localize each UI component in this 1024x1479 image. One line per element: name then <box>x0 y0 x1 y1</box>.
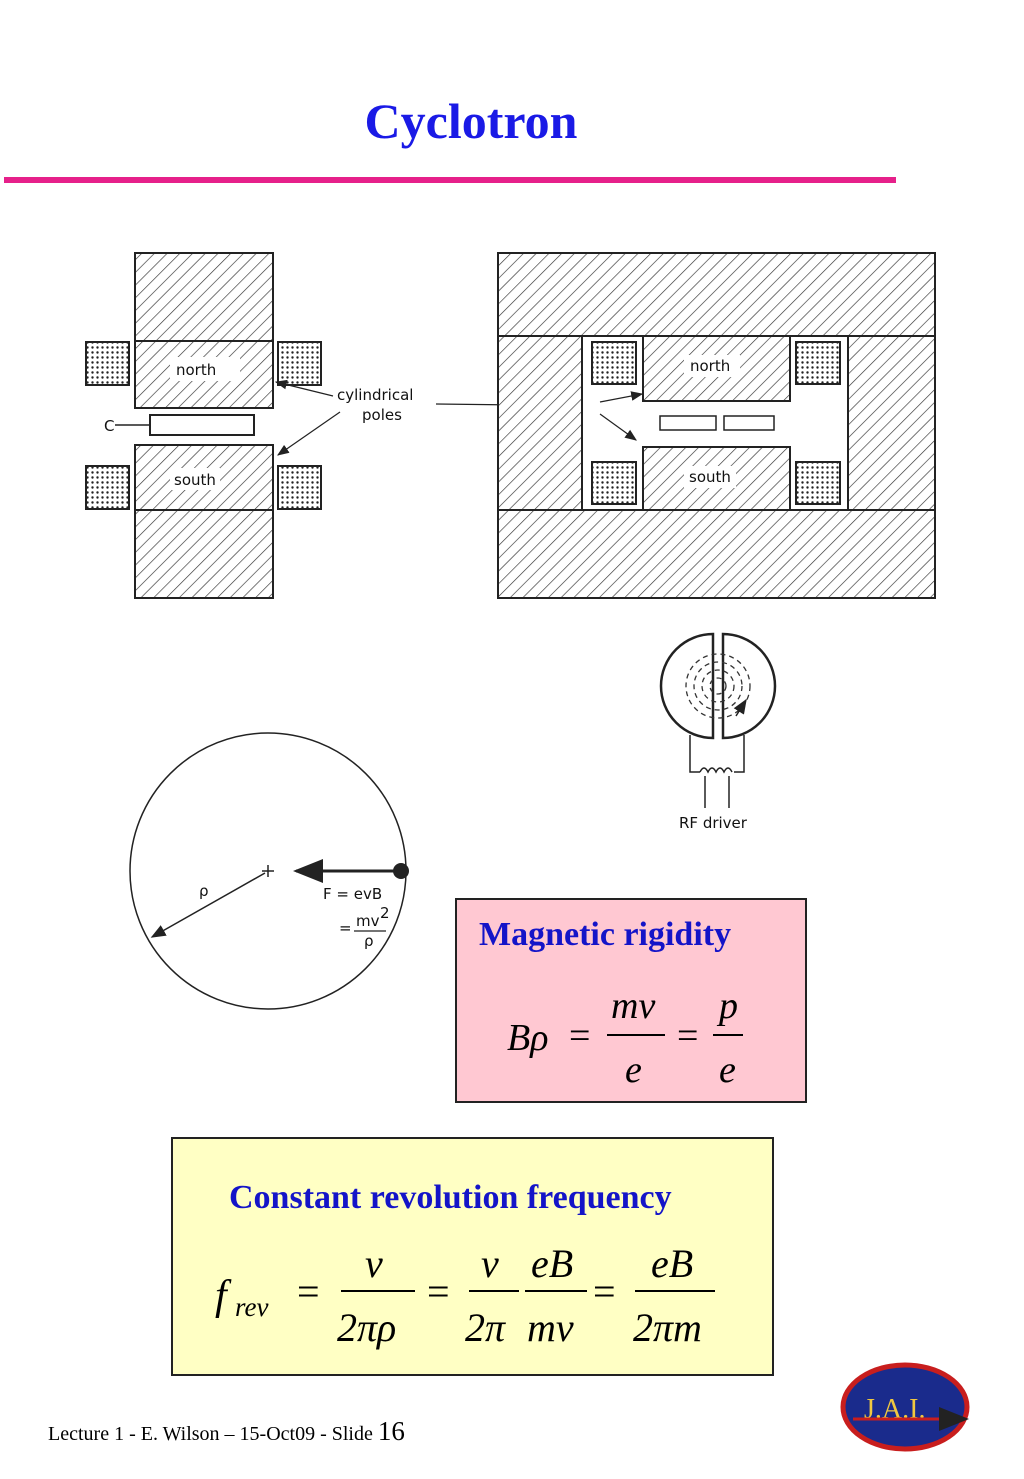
rigidity-formula: Bρ = mv e = p e <box>507 985 743 1091</box>
force-label: F = evB <box>323 885 382 903</box>
particle <box>393 863 409 879</box>
freq-f: f <box>215 1273 232 1319</box>
slide-title: Cyclotron <box>364 93 578 149</box>
magnetic-rigidity-title: Magnetic rigidity <box>479 916 732 953</box>
freq-den-2a: 2π <box>465 1305 506 1350</box>
poles-label: poles <box>362 406 402 424</box>
rho-label: ρ <box>199 882 209 900</box>
slide-footer: Lecture 1 - E. Wilson – 15-Oct09 - Slide… <box>48 1416 405 1447</box>
rigidity-den-2: e <box>719 1049 736 1091</box>
rigidity-den-1: e <box>625 1049 642 1091</box>
coil <box>85 341 130 386</box>
freq-num-1: v <box>365 1241 383 1286</box>
dee-chamber <box>149 414 255 436</box>
coil <box>795 341 841 385</box>
dees-rf-driver: RF driver <box>659 632 777 832</box>
coil <box>277 465 322 510</box>
freq-den-1: 2πρ <box>337 1305 396 1350</box>
freq-den-3: 2πm <box>633 1305 702 1350</box>
force-den-label: ρ <box>364 932 374 950</box>
south-label: south <box>174 471 216 489</box>
frequency-formula: f rev = v 2πρ = v 2π eB mv = eB 2πm <box>215 1241 715 1350</box>
freq-eq-3: = <box>593 1269 616 1314</box>
magnet-yoke-view: north south <box>497 252 936 599</box>
dee <box>723 415 775 431</box>
coil <box>795 461 841 505</box>
south-label: south <box>689 468 731 486</box>
rigidity-lhs: Bρ <box>507 1017 548 1059</box>
coil <box>591 461 637 505</box>
force-num-label: mv <box>356 912 380 930</box>
magnetic-rigidity-box: Magnetic rigidity Bρ = mv e = p e <box>455 898 807 1103</box>
orbit-diagram: ρ F = evB = mv 2 ρ <box>129 732 409 1010</box>
magnet-side-view: north south C <box>85 252 322 599</box>
title-divider <box>4 177 896 183</box>
force-eq-label: = <box>339 919 352 937</box>
freq-eq-1: = <box>297 1269 320 1314</box>
freq-den-2b: mv <box>527 1305 574 1350</box>
slide-number: 16 <box>377 1416 405 1446</box>
jai-logo: J.A.I. <box>840 1362 970 1452</box>
north-label: north <box>690 357 730 375</box>
coil <box>85 465 130 510</box>
rigidity-num-1: mv <box>611 985 655 1027</box>
footer-text: Lecture 1 - E. Wilson – 15-Oct09 - Slide <box>48 1423 378 1445</box>
dee <box>659 415 717 431</box>
freq-num-2b: eB <box>531 1241 573 1286</box>
rf-driver-label: RF driver <box>679 814 748 832</box>
cylindrical-label: cylindrical <box>337 386 413 404</box>
rigidity-eq-1: = <box>569 1015 590 1057</box>
force-exp-label: 2 <box>380 904 390 922</box>
freq-num-2a: v <box>481 1241 499 1286</box>
freq-sub: rev <box>235 1292 268 1322</box>
rigidity-num-2: p <box>716 985 738 1027</box>
coil <box>591 341 637 385</box>
freq-num-3: eB <box>651 1241 693 1286</box>
rigidity-eq-2: = <box>677 1015 698 1057</box>
north-label: north <box>176 361 216 379</box>
revolution-frequency-title: Constant revolution frequency <box>229 1179 672 1216</box>
c-label: C <box>104 417 114 435</box>
revolution-frequency-box: Constant revolution frequency f rev = v … <box>171 1137 774 1376</box>
coil <box>277 341 322 386</box>
freq-eq-2: = <box>427 1269 450 1314</box>
